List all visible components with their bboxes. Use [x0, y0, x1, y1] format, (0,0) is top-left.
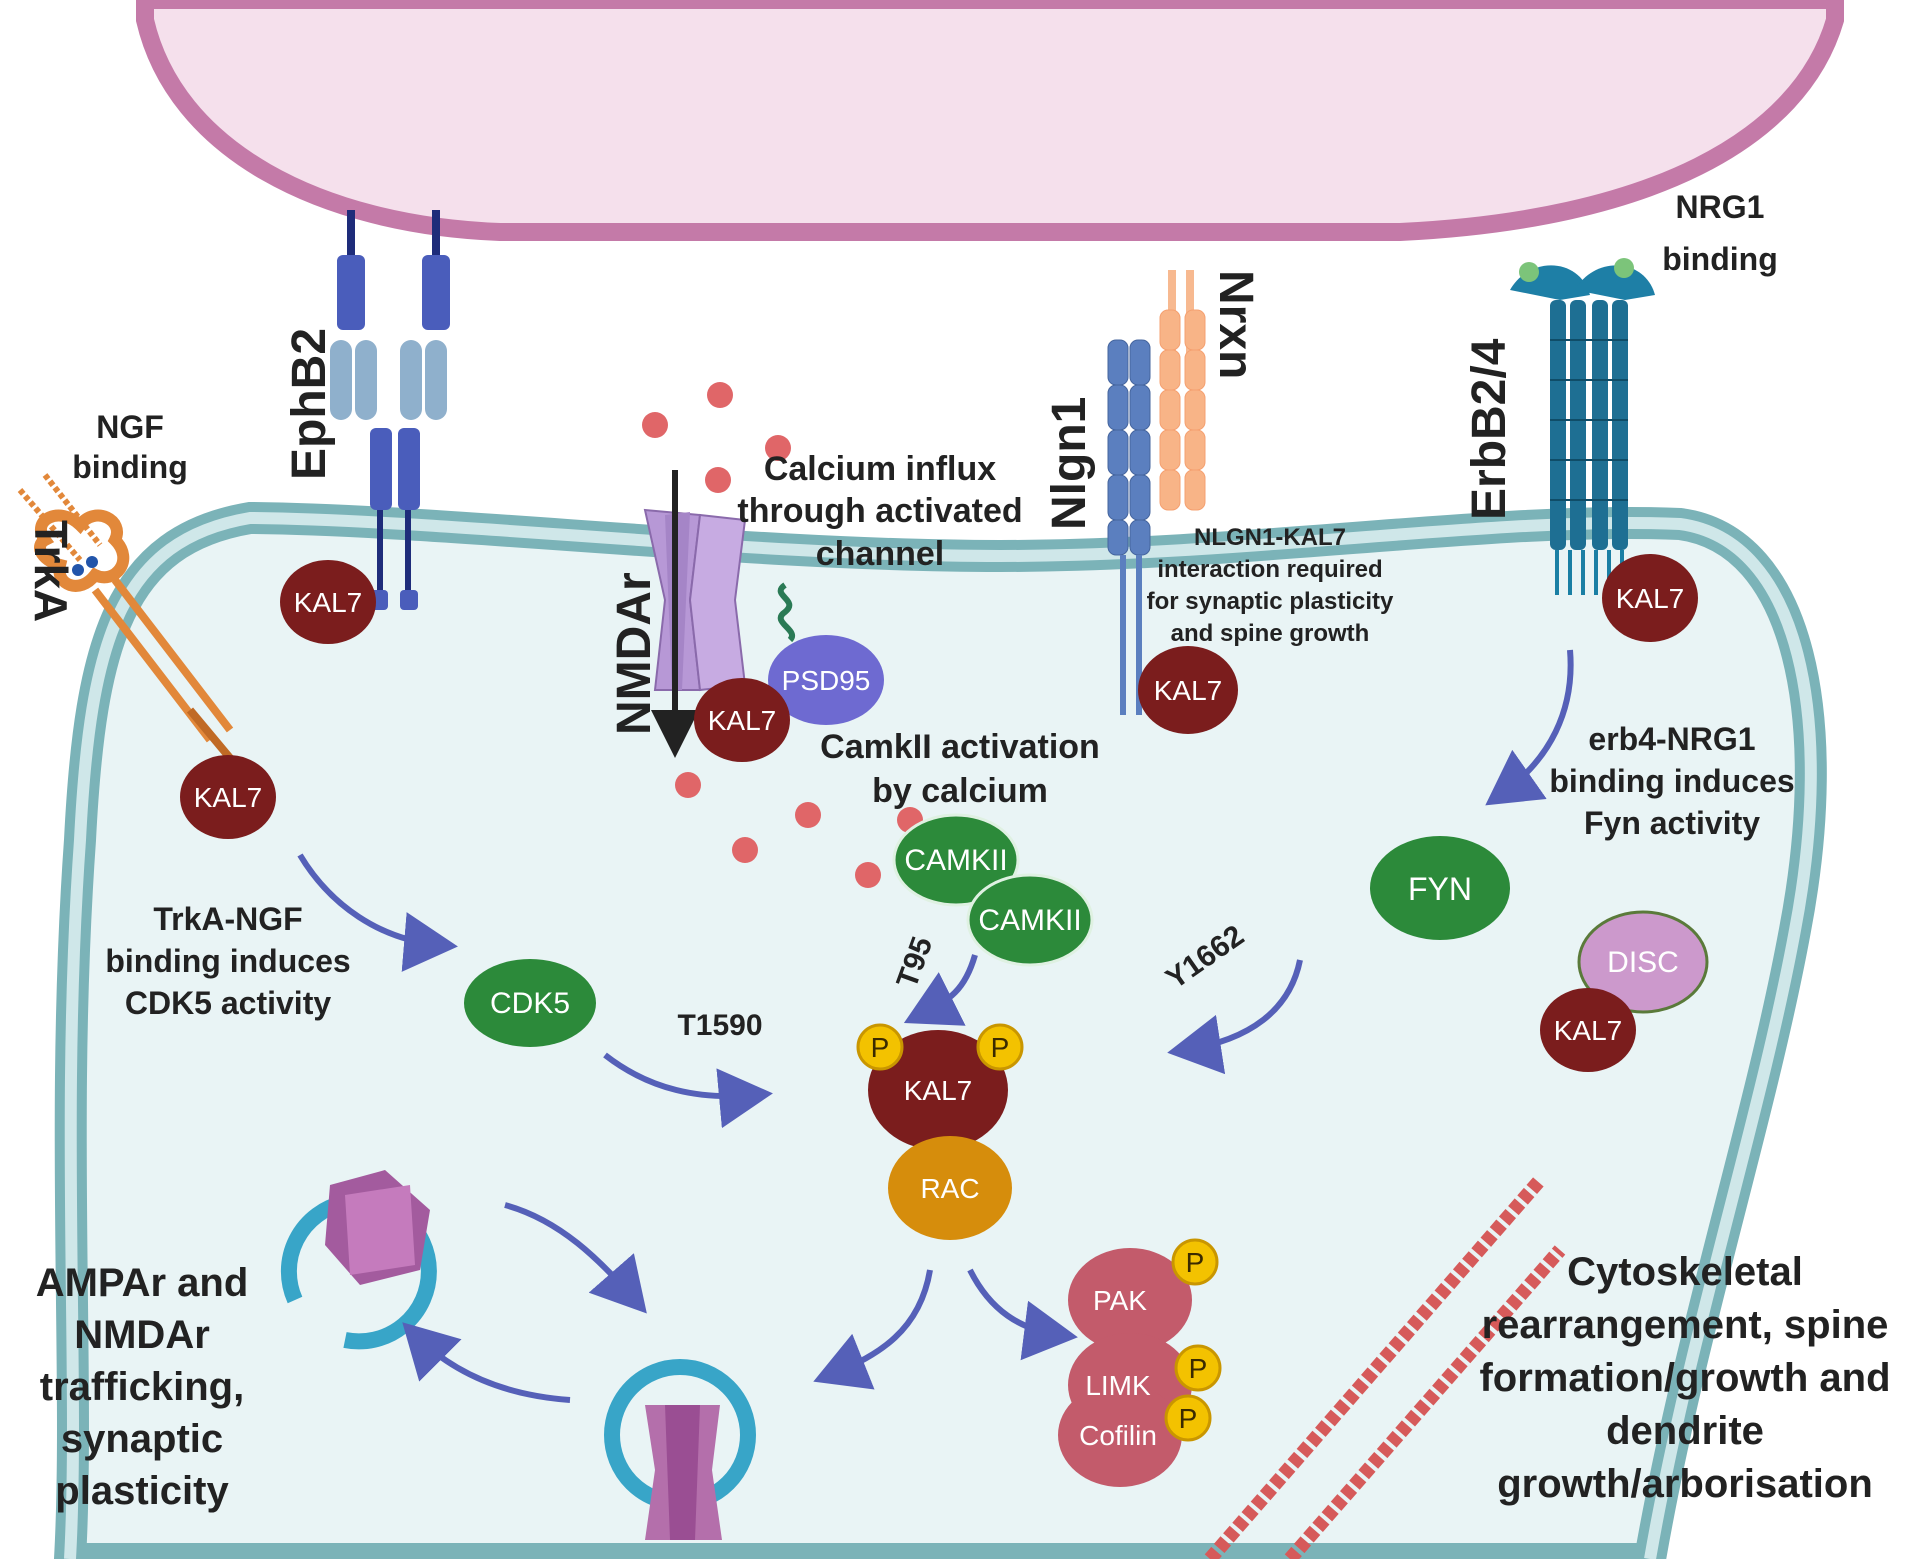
erbb-label: ErbB2/4 [1463, 338, 1516, 520]
erbb-receptor [1510, 258, 1655, 595]
fyn-label: FYN [1408, 871, 1472, 907]
cytoskeletal-3: formation/growth and [1479, 1356, 1890, 1400]
phospho-label-pak: P [1186, 1247, 1205, 1278]
cytoskeletal-1: Cytoskeletal [1567, 1250, 1803, 1294]
kal7-center-label: KAL7 [904, 1075, 973, 1106]
cdk5 [464, 959, 596, 1047]
trafficking-2: NMDAr [74, 1313, 210, 1357]
trka-label: TrkA [25, 520, 77, 622]
erb4-nrg1-1: erb4-NRG1 [1588, 721, 1755, 757]
nlgn1-kal7-4: and spine growth [1171, 620, 1370, 647]
presynaptic-terminal [136, 0, 1844, 241]
cofilin-label: Cofilin [1079, 1420, 1157, 1451]
nlgn1-nrxn-complex [1107, 270, 1206, 715]
disc-label: DISC [1607, 946, 1679, 979]
signaling-arrows [297, 649, 1574, 1403]
site-t1590: T1590 [677, 1009, 762, 1042]
nlgn1-kal7-1: NLGN1-KAL7 [1194, 524, 1346, 551]
camkii-2 [966, 873, 1094, 967]
camkii-activation-2: by calcium [872, 772, 1048, 810]
ephb2-receptor [330, 210, 450, 610]
kal7-nlgn1 [1138, 646, 1238, 734]
fyn [1370, 836, 1510, 940]
phospho-label-1: P [871, 1032, 890, 1063]
kal7-disc [1540, 988, 1636, 1072]
camkii-1-label: CAMKII [904, 844, 1007, 877]
molecules [180, 554, 1709, 1487]
nrg1-binding-2: binding [1662, 241, 1778, 277]
trka-ngf-2: binding induces [105, 943, 350, 979]
trafficking-1: AMPAr and [36, 1261, 249, 1305]
nmda-receptor [643, 470, 796, 758]
kal7-disc-label: KAL7 [1554, 1015, 1623, 1046]
erb4-nrg1-2: binding induces [1549, 763, 1794, 799]
cytoskeletal-5: growth/arborisation [1497, 1462, 1873, 1506]
calcium-influx-3: channel [816, 535, 944, 573]
trka-receptor [17, 473, 244, 773]
actin-filaments [1204, 1175, 1566, 1559]
nrg1-binding-1: NRG1 [1676, 189, 1765, 225]
nlgn1-kal7-2: interaction required [1157, 556, 1382, 583]
trafficking-4: synaptic [61, 1417, 223, 1461]
cytoskeletal-2: rearrangement, spine [1482, 1303, 1889, 1347]
trafficking-5: plasticity [55, 1469, 229, 1513]
cytoskeletal-4: dendrite [1606, 1409, 1764, 1453]
kal7-trka [180, 755, 276, 839]
kal7-ephb2-label: KAL7 [294, 587, 363, 618]
trka-ngf-3: CDK5 activity [125, 985, 332, 1021]
ephb2-label: EphB2 [283, 328, 336, 480]
camkii-1 [892, 813, 1020, 907]
trka-ngf-1: TrkA-NGF [153, 901, 302, 937]
kal7-nlgn1-label: KAL7 [1154, 675, 1223, 706]
rac [888, 1136, 1012, 1240]
phospho-label-limk: P [1189, 1353, 1208, 1384]
erb4-nrg1-3: Fyn activity [1584, 805, 1760, 841]
ngf-binding-1: NGF [96, 409, 164, 445]
disc [1577, 910, 1709, 1014]
camkii-activation-1: CamkII activation [820, 728, 1100, 766]
calcium-influx-1: Calcium influx [764, 450, 996, 488]
kal7-trka-label: KAL7 [194, 782, 263, 813]
kal7-erbb-label: KAL7 [1616, 583, 1685, 614]
calcium-ions [642, 382, 923, 888]
vesicle-recycling [280, 1170, 756, 1540]
ngf-binding-2: binding [72, 449, 188, 485]
calcium-influx-2: through activated [737, 492, 1022, 530]
nrxn-label: Nrxn [1209, 270, 1262, 379]
phospho-label-2: P [991, 1032, 1010, 1063]
limk-label: LIMK [1085, 1370, 1151, 1401]
nlgn1-kal7-3: for synaptic plasticity [1147, 588, 1394, 615]
trafficking-3: trafficking, [40, 1365, 244, 1409]
psd95-label: PSD95 [782, 665, 871, 696]
psd95 [768, 635, 884, 725]
phospho-label-cofilin: P [1179, 1403, 1198, 1434]
kal7-nmda-label: KAL7 [708, 705, 777, 736]
nmdar-label: NMDAr [608, 572, 661, 735]
pak [1068, 1248, 1192, 1352]
cofilin [1058, 1383, 1182, 1487]
camkii-2-label: CAMKII [978, 904, 1081, 937]
nlgn1-label: Nlgn1 [1043, 397, 1096, 530]
kal7-nmda [694, 678, 790, 762]
kal7-erbb [1602, 554, 1698, 642]
kal7-center [868, 1030, 1008, 1150]
annotations: NGF binding NRG1 binding Calcium influx … [36, 189, 1891, 1513]
kal7-ephb2 [280, 560, 376, 644]
cdk5-label: CDK5 [490, 987, 570, 1020]
pak-label: PAK [1093, 1285, 1147, 1316]
rac-label: RAC [920, 1173, 979, 1204]
